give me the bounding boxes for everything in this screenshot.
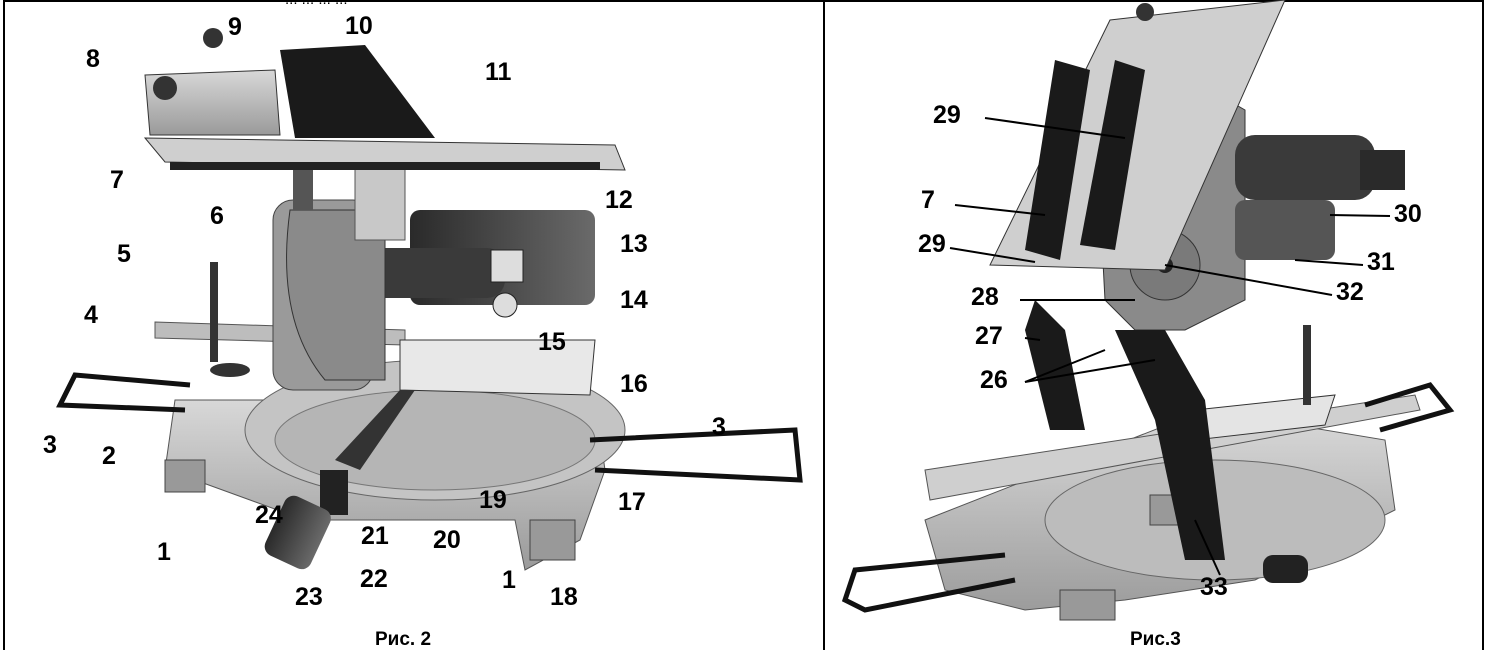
label-7: 7 [921,186,935,214]
label-14: 14 [620,286,648,314]
label-32: 32 [1336,278,1364,306]
cut-off-header-text: ... ... ... ... [285,0,348,8]
label-31: 31 [1367,248,1395,276]
label-3-left: 3 [43,431,57,459]
figure-3-panel: 29 7 30 29 31 32 28 27 26 33 Рис.3 [823,0,1484,650]
label-8: 8 [86,45,100,73]
label-26: 26 [980,366,1008,394]
label-11: 11 [485,58,512,86]
label-2: 2 [102,442,116,470]
label-4: 4 [84,301,98,329]
label-29-bottom: 29 [918,230,946,258]
top-border [3,0,1484,2]
label-27: 27 [975,322,1003,350]
label-1-left: 1 [157,538,171,566]
label-10: 10 [345,12,373,40]
label-20: 20 [433,526,461,554]
label-24: 24 [255,501,283,529]
label-23: 23 [295,583,323,611]
label-33: 33 [1200,573,1228,601]
label-7: 7 [110,166,124,194]
label-30: 30 [1394,200,1422,228]
miter-saw-front-illustration [56,28,803,571]
label-15: 15 [538,328,566,356]
label-13: 13 [620,230,648,258]
label-16: 16 [620,370,648,398]
label-18: 18 [550,583,578,611]
label-29-top: 29 [933,101,961,129]
label-17: 17 [618,488,646,516]
label-9: 9 [228,13,242,41]
label-6: 6 [210,202,224,230]
label-21: 21 [361,522,389,550]
figure-2-caption: Рис. 2 [375,629,432,650]
label-12: 12 [605,186,633,214]
miter-saw-rear-illustration [841,0,1455,621]
label-19: 19 [479,486,507,514]
figure-2-panel: 8 9 10 11 7 12 6 5 13 14 4 15 16 3 3 2 1… [3,0,825,650]
figure-3-caption: Рис.3 [1130,629,1181,650]
label-5: 5 [117,240,131,268]
label-22: 22 [360,565,388,593]
label-1-right: 1 [502,566,516,594]
label-3-right: 3 [712,413,726,441]
label-28: 28 [971,283,999,311]
